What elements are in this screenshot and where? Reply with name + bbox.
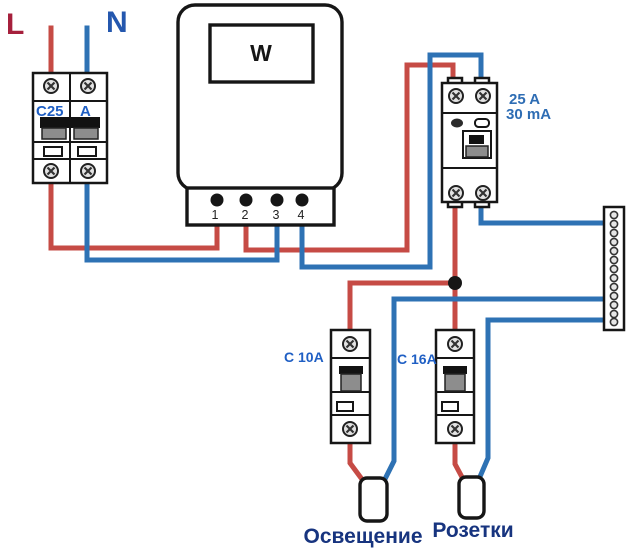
breaker-window-icon [43,146,63,157]
neutral-bus-to-sockets-wire [475,317,607,483]
neutral-wires [84,25,607,485]
neutral-breaker-to-meter-wire [84,180,280,263]
phase-breaker-to-meter-wire [48,180,220,251]
breaker-window-icon [77,146,97,157]
meter-terminal-number: 4 [298,208,305,222]
lighting-breaker: C 10A [284,328,372,445]
rcd-toggle-slide-icon [465,145,489,158]
meter-terminal-number: 3 [273,208,280,222]
meter-terminal-number: 2 [242,208,249,222]
loads: Освещение Розетки [304,475,514,548]
bus-terminal-icon [609,237,619,247]
screw-terminal-icon [474,87,492,105]
bus-terminal-icon [609,291,619,301]
rcd-indicator-icon [474,118,490,128]
screw-terminal-icon [79,162,97,180]
main-breaker-rating: C25 A [36,103,91,120]
bus-terminal-icon [609,282,619,292]
main-breaker: C25 A [31,71,109,185]
bus-terminal-icon [609,273,619,283]
breaker-toggle-handle-icon [41,127,67,140]
phase-rcd-out-wire [347,199,458,335]
neutral-bus [602,205,626,332]
lighting-breaker-label: C 10A [284,349,324,365]
bus-terminal-icon [609,246,619,256]
neutral-rcd-to-bus-wire [478,199,607,226]
phase-junction-dot [448,276,462,290]
screw-terminal-icon [446,420,464,438]
bus-terminal-icon [609,228,619,238]
breaker-toggle-bar-icon [40,117,100,128]
bus-terminal-icon [609,300,619,310]
meter-terminal-icon [239,193,253,207]
sockets-breaker: C 16A [397,328,476,445]
bus-terminal-icon [609,309,619,319]
neutral-label: N [106,6,128,39]
screw-terminal-icon [474,184,492,202]
bus-terminal-icon [609,317,619,327]
breaker-toggle-bar-icon [339,366,363,374]
neutral-bus-to-lighting-wire [380,296,607,485]
phase-meter-to-rcd-wire [243,62,456,253]
screw-terminal-icon [446,335,464,353]
screw-terminal-icon [42,77,60,95]
lighting-load-box [358,476,389,523]
screw-terminal-icon [341,420,359,438]
breaker-window-icon [441,401,459,412]
sockets-label: Розетки [432,519,513,542]
screw-terminal-icon [447,184,465,202]
breaker-toggle-bar-icon [443,366,467,374]
meter-display-text: W [250,40,272,66]
rcd-current-text: 25 A [509,91,540,108]
electricity-meter: W 1 2 3 4 [176,3,344,227]
bus-terminal-icon [609,210,619,220]
meter-terminal-number: 1 [212,208,219,222]
breaker-toggle-handle-icon [444,373,466,392]
bus-terminal-icon [609,255,619,265]
rcd: 25 A 30 mA [440,76,551,209]
rcd-toggle-handle-icon [469,135,484,144]
bus-terminal-icon [609,219,619,229]
sockets-breaker-label: C 16A [397,351,437,367]
rcd-dividers [442,112,497,169]
main-breaker-unit-text: A [80,103,91,120]
meter-display [208,23,315,84]
breaker-window-icon [336,401,354,412]
breaker-toggle-handle-icon [340,373,362,392]
meter-terminal-icon [295,193,309,207]
breaker-toggle-handle-icon [73,127,99,140]
screw-terminal-icon [42,162,60,180]
screw-terminal-icon [341,335,359,353]
neutral-meter-to-rcd-wire [299,52,484,270]
rcd-rating: 25 A 30 mA [506,91,551,123]
lighting-label: Освещение [304,525,423,548]
lighting-breaker-dividers [331,357,370,416]
phase-wires [48,25,467,486]
meter-terminal-strip [185,186,336,227]
phase-lighting-out-wire [347,440,368,486]
main-breaker-rating-text: C25 [36,103,64,120]
load-labels: Освещение Розетки [304,519,514,548]
rcd-sensitivity-text: 30 mA [506,106,551,123]
rcd-test-button-icon [451,118,463,128]
screw-terminal-icon [79,77,97,95]
sockets-load-box [457,475,486,520]
sockets-breaker-dividers [436,357,474,416]
meter-terminal-icon [270,193,284,207]
bus-terminal-icon [609,264,619,274]
meter-terminal-icon [210,193,224,207]
screw-terminal-icon [447,87,465,105]
phase-label: L [6,8,24,41]
phase-sockets-out-wire [452,440,467,483]
